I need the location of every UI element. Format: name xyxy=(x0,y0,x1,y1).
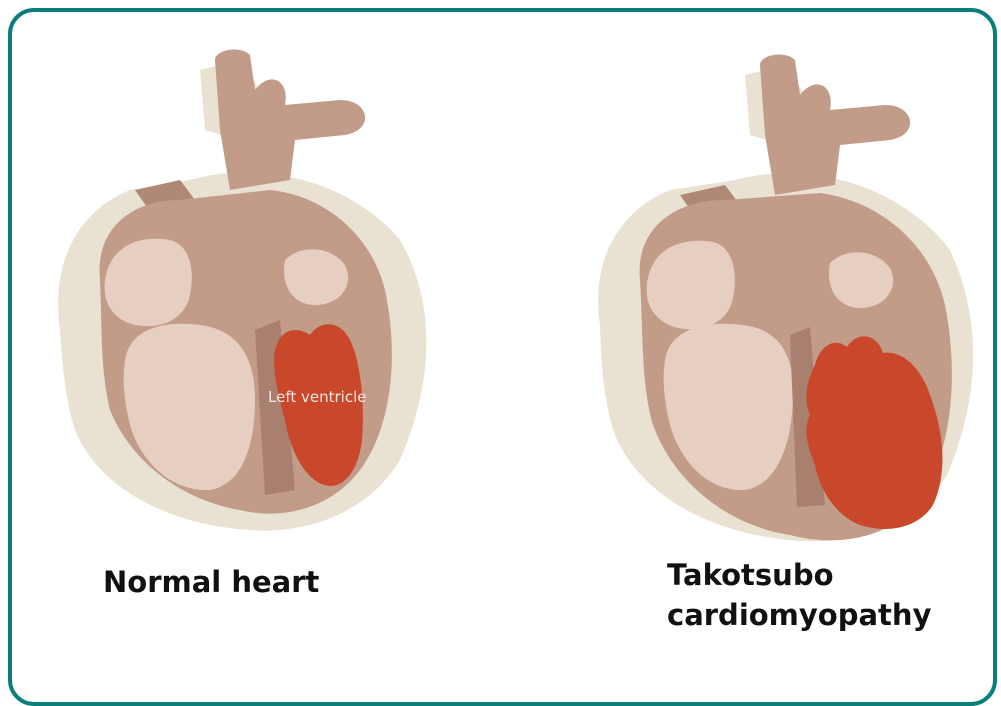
left-ventricle-label: Left ventricle xyxy=(268,388,366,406)
aorta xyxy=(760,55,910,195)
normal-heart-illustration: Left ventricle xyxy=(40,30,440,540)
normal-heart-caption: Normal heart xyxy=(103,562,319,602)
takotsubo-caption: Takotsubo cardiomyopathy xyxy=(667,555,931,635)
takotsubo-heart-illustration xyxy=(585,35,985,555)
aorta xyxy=(215,50,365,190)
takotsubo-caption-line2: cardiomyopathy xyxy=(667,595,931,635)
takotsubo-caption-line1: Takotsubo xyxy=(667,555,931,595)
